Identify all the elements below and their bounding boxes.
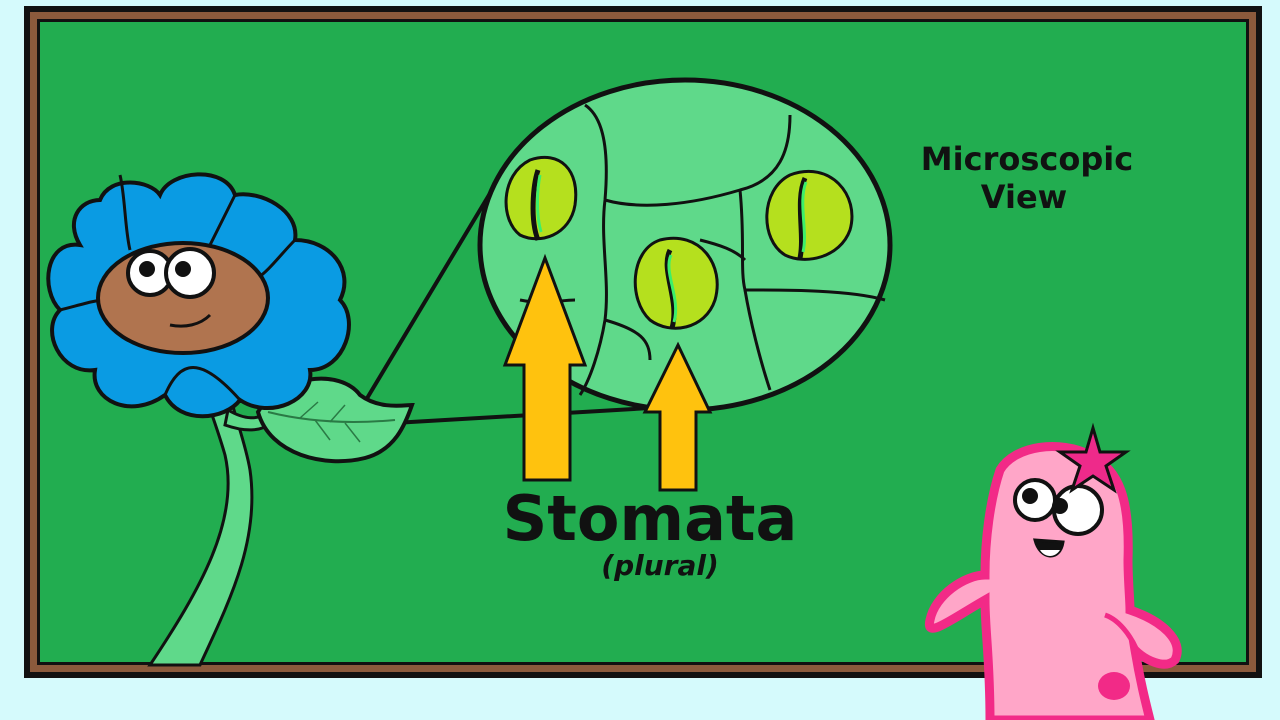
plural-subtitle: (plural) [601,549,718,582]
leaf-vein [267,411,396,423]
flower-pupil-right [175,261,191,277]
guard-cells [765,169,854,261]
pink-pupil-left [1022,488,1038,504]
arrow-right [642,341,713,492]
stoma-right [765,169,854,261]
stoma-top-left [504,155,578,241]
pink-character [924,422,1182,720]
guard-cells [633,236,719,330]
pink-tongue-highlight [1040,550,1060,556]
flower-pupil-left [139,261,155,277]
pink-spot [1098,672,1130,700]
flower-eye-right [164,247,216,299]
star-icon [1055,422,1131,494]
cell-walls [519,103,886,396]
flower-character [46,172,415,667]
microscopic-view [477,77,893,413]
stoma-pore [797,176,808,259]
guard-cells [504,155,578,241]
petal-divider-bottom [163,366,242,401]
leaf-veinlets [299,401,361,443]
stoma-slit [667,254,678,323]
stoma-center [633,236,719,330]
microscopic-label: Microscopic [921,140,1133,178]
petal-dividers [59,174,297,312]
pink-body [924,442,1182,720]
arrows [502,253,713,492]
pink-arm-right [1104,612,1143,661]
stoma-slit [536,174,543,233]
arrow-left [502,253,588,482]
stoma-pore [530,169,541,241]
stoma-slit [801,181,808,253]
pink-pupil-right [1052,498,1068,514]
view-label: View [981,178,1067,216]
zoom-lines [358,183,651,427]
flower-smile [169,313,212,328]
stomata-title: Stomata [503,482,798,555]
